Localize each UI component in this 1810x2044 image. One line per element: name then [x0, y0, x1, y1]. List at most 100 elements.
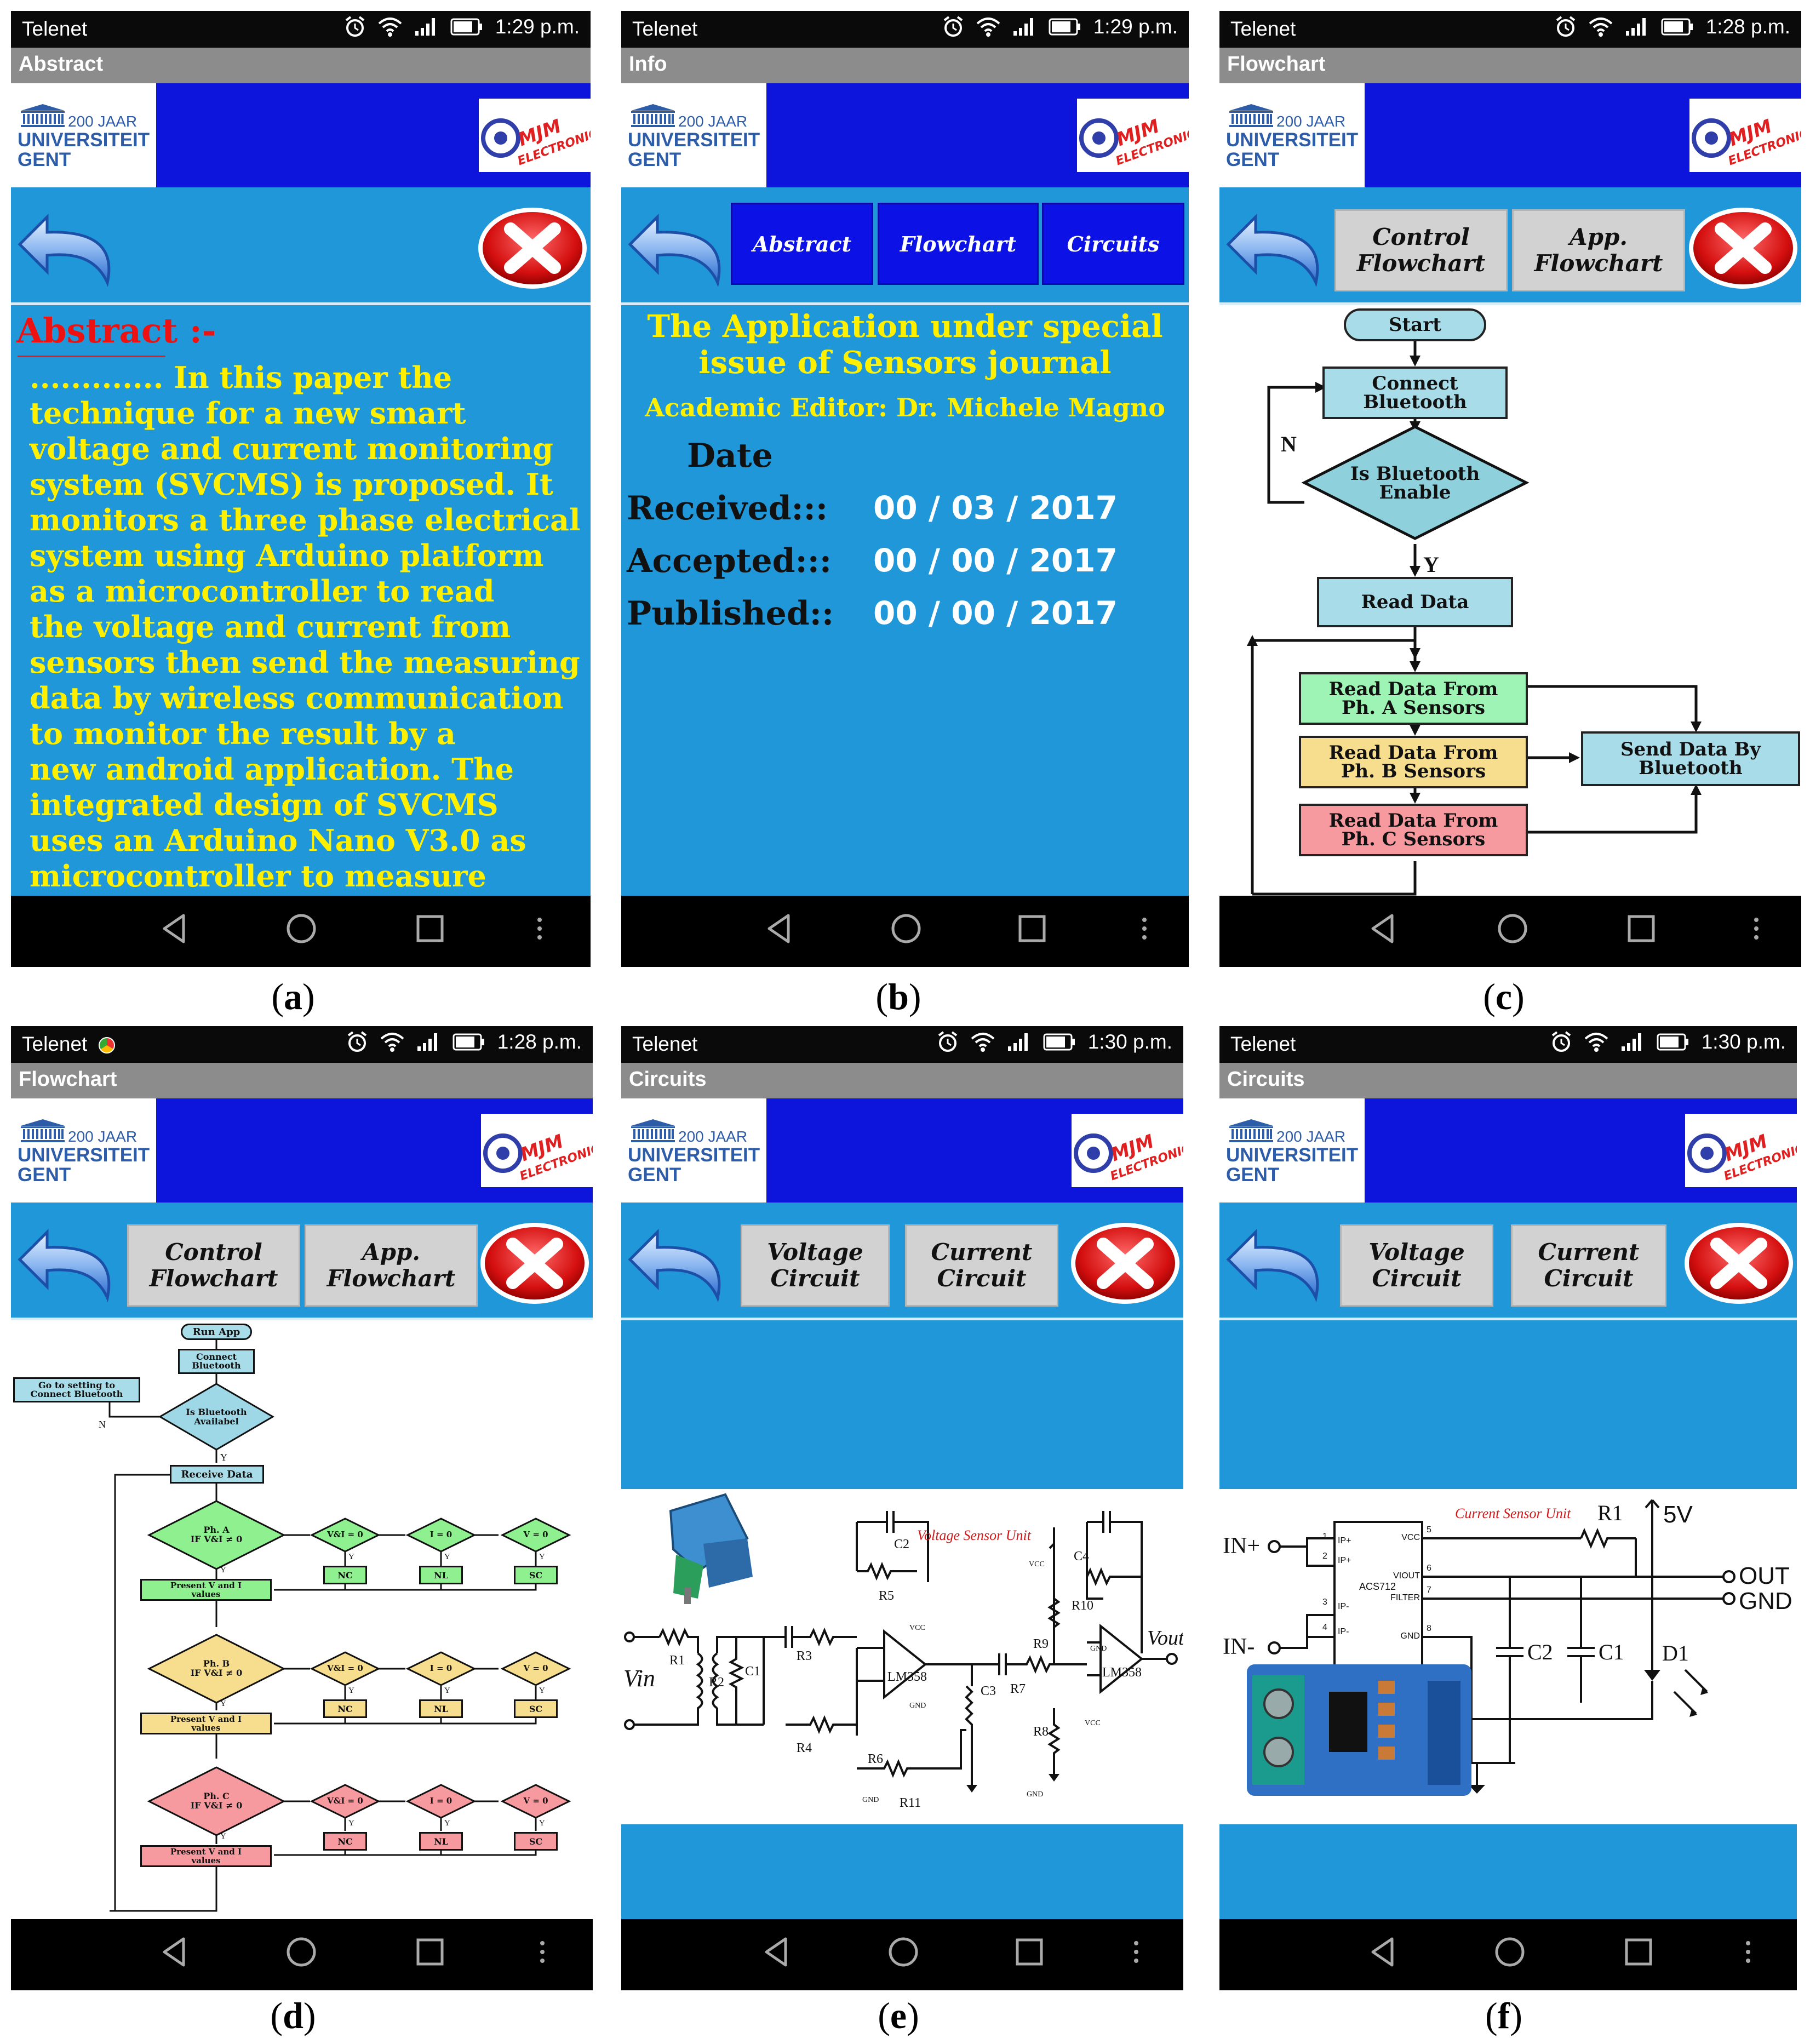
back-arrow-icon[interactable]	[1223, 1227, 1332, 1303]
phase-condition: IF V&I ≠ 0	[190, 1800, 243, 1811]
mjm-logo-icon	[479, 99, 591, 172]
status-bar: Telenet 1:29 p.m.	[11, 11, 591, 48]
flowchart-connectors	[1247, 328, 1702, 896]
condition-label: I = 0	[429, 1663, 452, 1673]
node-text: Start	[1389, 314, 1441, 336]
abstract-line: microcontroller to measure	[30, 858, 486, 894]
yes-label: Y	[1423, 552, 1439, 577]
phase-c-diamond	[147, 1766, 286, 1836]
nav-home-icon[interactable]	[285, 912, 318, 945]
result-box: NC	[323, 1832, 367, 1851]
tab-flowchart[interactable]: Flowchart	[878, 203, 1039, 285]
abstract-line: system using Arduino platform	[30, 538, 544, 573]
app-flowchart-button[interactable]: App.Flowchart	[1512, 209, 1685, 291]
back-arrow-icon[interactable]	[14, 1227, 124, 1303]
result-box: SC	[514, 1566, 558, 1584]
result-box: SC	[514, 1832, 558, 1851]
close-icon[interactable]	[1070, 1222, 1180, 1304]
nav-recent-icon[interactable]	[414, 912, 446, 945]
part-label: R3	[797, 1649, 812, 1663]
nav-back-icon[interactable]	[159, 1936, 192, 1968]
chip-pin-right: GND	[1400, 1631, 1420, 1641]
nav-more-icon[interactable]	[1131, 1936, 1142, 1968]
nav-more-icon[interactable]	[1139, 912, 1150, 945]
app-title-bar: Info	[621, 48, 1189, 83]
receive-data-node: Receive Data	[170, 1465, 264, 1484]
gnd-label: GND	[1739, 1588, 1792, 1614]
nav-recent-icon[interactable]	[1622, 1936, 1655, 1968]
nav-back-icon[interactable]	[761, 1936, 794, 1968]
condition-label: V = 0	[523, 1796, 548, 1806]
nav-home-icon[interactable]	[1493, 1936, 1526, 1968]
back-arrow-icon[interactable]	[625, 1227, 734, 1303]
node-text: Present V and I	[170, 1714, 242, 1724]
part-label: LM358	[1102, 1665, 1142, 1680]
mjm-logo-icon	[1685, 1114, 1797, 1187]
d1-label: D1	[1662, 1641, 1689, 1665]
node-text: Bluetooth	[1363, 391, 1467, 413]
node-text: Ph. C Sensors	[1341, 828, 1486, 850]
close-icon[interactable]	[478, 207, 587, 289]
date-heading: Date	[687, 437, 773, 475]
nav-recent-icon[interactable]	[414, 1936, 446, 1968]
back-arrow-icon[interactable]	[14, 211, 124, 288]
part-label: VCC	[1085, 1719, 1101, 1727]
read-data-node: Read Data	[1317, 577, 1513, 627]
nav-more-icon[interactable]	[537, 1936, 548, 1968]
received-label: Received:::	[627, 489, 828, 528]
nav-home-icon[interactable]	[887, 1936, 920, 1968]
nav-home-icon[interactable]	[285, 1936, 318, 1968]
nav-recent-icon[interactable]	[1625, 912, 1658, 945]
condition-diamond	[405, 1651, 477, 1686]
tab-abstract[interactable]: Abstract	[731, 203, 873, 285]
back-arrow-icon[interactable]	[625, 211, 734, 288]
nav-more-icon[interactable]	[1743, 1936, 1754, 1968]
nav-more-icon[interactable]	[534, 912, 545, 945]
nav-recent-icon[interactable]	[1013, 1936, 1046, 1968]
yes-label: Y	[348, 1553, 354, 1561]
app-flowchart-button[interactable]: App.Flowchart	[305, 1224, 478, 1307]
nav-recent-icon[interactable]	[1016, 912, 1049, 945]
nav-more-icon[interactable]	[1751, 912, 1762, 945]
nav-back-icon[interactable]	[159, 912, 192, 945]
chip-pin-left: IP-	[1338, 1627, 1349, 1636]
back-arrow-icon[interactable]	[1223, 211, 1332, 288]
r1-label: R1	[1597, 1501, 1623, 1525]
close-icon[interactable]	[1688, 207, 1798, 289]
nav-home-icon[interactable]	[1496, 912, 1529, 945]
nav-back-icon[interactable]	[1367, 912, 1400, 945]
system-nav-bar	[1219, 1919, 1797, 1990]
5v-label: 5V	[1663, 1501, 1693, 1528]
close-icon[interactable]	[1684, 1222, 1794, 1304]
close-icon[interactable]	[480, 1222, 589, 1304]
nav-back-icon[interactable]	[1367, 1936, 1400, 1968]
nav-home-icon[interactable]	[890, 912, 923, 945]
tab-circuits[interactable]: Circuits	[1042, 203, 1184, 285]
abstract-line: system (SVCMS) is proposed. It	[30, 467, 553, 502]
condition-label: I = 0	[429, 1796, 452, 1806]
yes-label: Y	[220, 1699, 226, 1708]
voltage-circuit-schematic	[624, 1493, 1178, 1793]
condition-diamond	[310, 1651, 381, 1686]
part-label: R8	[1033, 1725, 1049, 1739]
nav-back-icon[interactable]	[764, 912, 797, 945]
wifi-icon	[1584, 1032, 1608, 1052]
clock: 1:29 p.m.	[1093, 15, 1178, 38]
c1-label: C1	[1599, 1640, 1624, 1664]
divider	[621, 302, 1189, 305]
btn-line: Current	[931, 1239, 1033, 1266]
